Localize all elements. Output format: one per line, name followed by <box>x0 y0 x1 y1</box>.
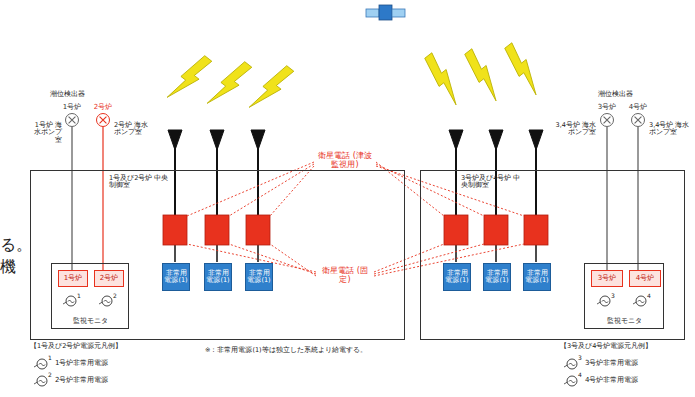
text-label: 衛星電話 (固定) <box>318 266 372 284</box>
node-label: 非常用 電源(1) <box>247 270 271 285</box>
node-label: 非常用 電源(1) <box>485 270 509 285</box>
det-box: 3号炉 <box>600 113 614 127</box>
pow-box: 非常用 電源(1) <box>245 263 273 291</box>
det-box: 1号炉 <box>65 113 79 127</box>
mon-box: 監視モニタ 1号炉 2号炉 <box>51 263 129 329</box>
text-label: 3 <box>578 355 582 362</box>
legend-text: 1号炉非常用電源 <box>55 359 108 367</box>
node-label: 3号炉及び4号炉 中央制御室 <box>461 175 527 190</box>
text-label: 1 <box>77 293 81 300</box>
signal-line <box>606 127 607 270</box>
node-label: 非常用 電源(1) <box>206 270 230 285</box>
legend-text: 2号炉非常用電源 <box>55 376 108 384</box>
text-label: 3 <box>611 293 615 300</box>
text-label: る。 <box>0 236 32 254</box>
text-label: 3,4号炉 海水ポンプ室 <box>552 122 596 137</box>
node-label: 監視モニタ <box>585 317 663 325</box>
radio-bolts <box>166 42 548 116</box>
signal-line <box>102 127 103 270</box>
node-label: 4号炉 <box>636 274 654 282</box>
room-box: 1号及び2号炉 中央制御室監視モニタ 1号炉 2号炉 非常用 電源(1) 非常用 電源(… <box>30 170 405 340</box>
det-box: 2号炉 <box>96 113 110 127</box>
text-label: ※：非常用電源(1)等は独立した系統より給電する。 <box>205 347 367 354</box>
satellite-phones <box>163 215 548 245</box>
unit-box: 2号炉 <box>94 270 124 287</box>
pow-box: 非常用 電源(1) <box>523 263 551 291</box>
antennas <box>168 130 543 262</box>
detector-cross <box>66 114 78 126</box>
node-label: 1号炉 <box>64 274 82 282</box>
node-label: 1号及び2号炉 中央制御室 <box>109 175 173 190</box>
pow-box: 非常用 電源(1) <box>162 263 190 291</box>
legend-text: 4号炉非常用電源 <box>585 376 638 384</box>
text-label: 機 <box>0 258 16 276</box>
unit-box: 3号炉 <box>591 270 623 287</box>
room-box: 3号炉及び4号炉 中央制御室監視モニタ 3号炉 4号炉 非常用 電源(1) 非常用 電源… <box>420 170 685 340</box>
unit-box: 1号炉 <box>58 270 88 287</box>
node-label: 非常用 電源(1) <box>445 270 469 285</box>
det-box: 4号炉 <box>631 113 645 127</box>
text-label: 1号炉 海水ポンプ室 <box>28 122 62 144</box>
text-label: 4 <box>647 293 651 300</box>
node-label: 非常用 電源(1) <box>525 270 549 285</box>
text-label: 衛星電話 (津波監視用) <box>316 151 374 169</box>
text-label: 潮位検出器 <box>50 90 85 98</box>
detector-cross <box>601 114 613 126</box>
text-label: 【3号及び4号炉電源元凡例】 <box>560 343 652 350</box>
signal-line <box>71 127 72 270</box>
satellite-icon <box>366 5 405 20</box>
text-label: 1 <box>48 355 52 362</box>
node-label: 1号炉 <box>63 103 81 111</box>
mon-box: 監視モニタ 3号炉 4号炉 <box>584 263 664 329</box>
node-label: 3号炉 <box>598 274 616 282</box>
pow-box: 非常用 電源(1) <box>443 263 471 291</box>
text-label: 2 <box>113 293 117 300</box>
node-label: 3号炉 <box>598 103 616 111</box>
unit-box: 4号炉 <box>629 270 661 287</box>
node-label: 非常用 電源(1) <box>164 270 188 285</box>
pow-box: 非常用 電源(1) <box>483 263 511 291</box>
text-label: 【1号及び2号炉電源元凡例】 <box>30 343 122 350</box>
pow-box: 非常用 電源(1) <box>204 263 232 291</box>
node-label: 2号炉 <box>100 274 118 282</box>
generator-symbols <box>34 296 646 386</box>
node-label: 4号炉 <box>629 103 647 111</box>
node-label: 監視モニタ <box>52 317 128 325</box>
detector-cross <box>632 114 644 126</box>
detector-cross <box>97 114 109 126</box>
signal-line <box>637 127 638 270</box>
legend-text: 3号炉非常用電源 <box>585 359 638 367</box>
text-label: 4 <box>578 372 582 379</box>
node-label: 2号炉 <box>94 103 112 111</box>
text-label: 3,4号炉 海水ポンプ室 <box>649 122 691 137</box>
text-label: 2 <box>48 372 52 379</box>
text-label: 潮位検出器 <box>598 90 633 98</box>
text-label: 2号炉 海水ポンプ室 <box>114 122 150 137</box>
